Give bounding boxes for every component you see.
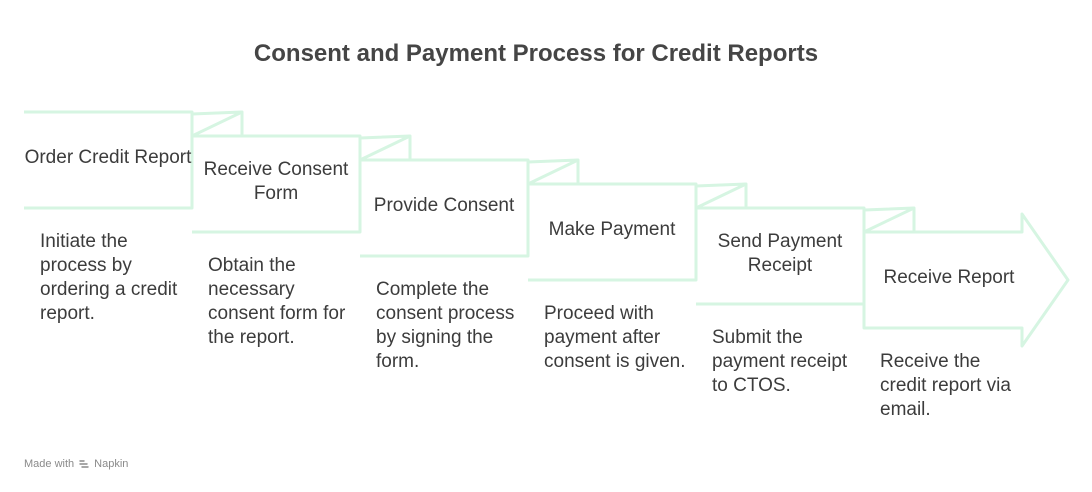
- step-block-5: [696, 206, 916, 306]
- step-1-label: Order Credit Report: [24, 147, 192, 168]
- napkin-brand-label: Napkin: [94, 458, 129, 470]
- step-1-description: Initiate the process by ordering a credi…: [40, 231, 178, 324]
- step-5-description: Submit the payment receipt to CTOS.: [712, 327, 848, 396]
- step-block-1: [24, 110, 244, 210]
- napkin-logo-icon: [79, 460, 89, 468]
- step-3-label: Provide Consent: [373, 195, 515, 216]
- step-3-description: Complete the consent process by signing …: [376, 279, 515, 372]
- step-4-label: Make Payment: [548, 219, 676, 240]
- made-with-napkin-footer: Made with Napkin: [24, 458, 128, 470]
- step-block-4: [528, 182, 748, 282]
- step-6-description: Receive the credit report via email.: [880, 351, 1011, 420]
- made-with-label: Made with: [24, 458, 75, 470]
- step-6-label: Receive Report: [883, 267, 1015, 288]
- step-block-3: [360, 158, 580, 258]
- step-2-label: Receive Consent Form: [203, 159, 349, 204]
- diagram-title: Consent and Payment Process for Credit R…: [253, 40, 819, 67]
- step-5-label: Send Payment Receipt: [717, 231, 843, 276]
- step-block-6: [862, 212, 1070, 348]
- step-4-description: Proceed with payment after consent is gi…: [544, 303, 686, 372]
- step-block-2: [192, 134, 412, 234]
- step-2-description: Obtain the necessary consent form for th…: [208, 255, 346, 348]
